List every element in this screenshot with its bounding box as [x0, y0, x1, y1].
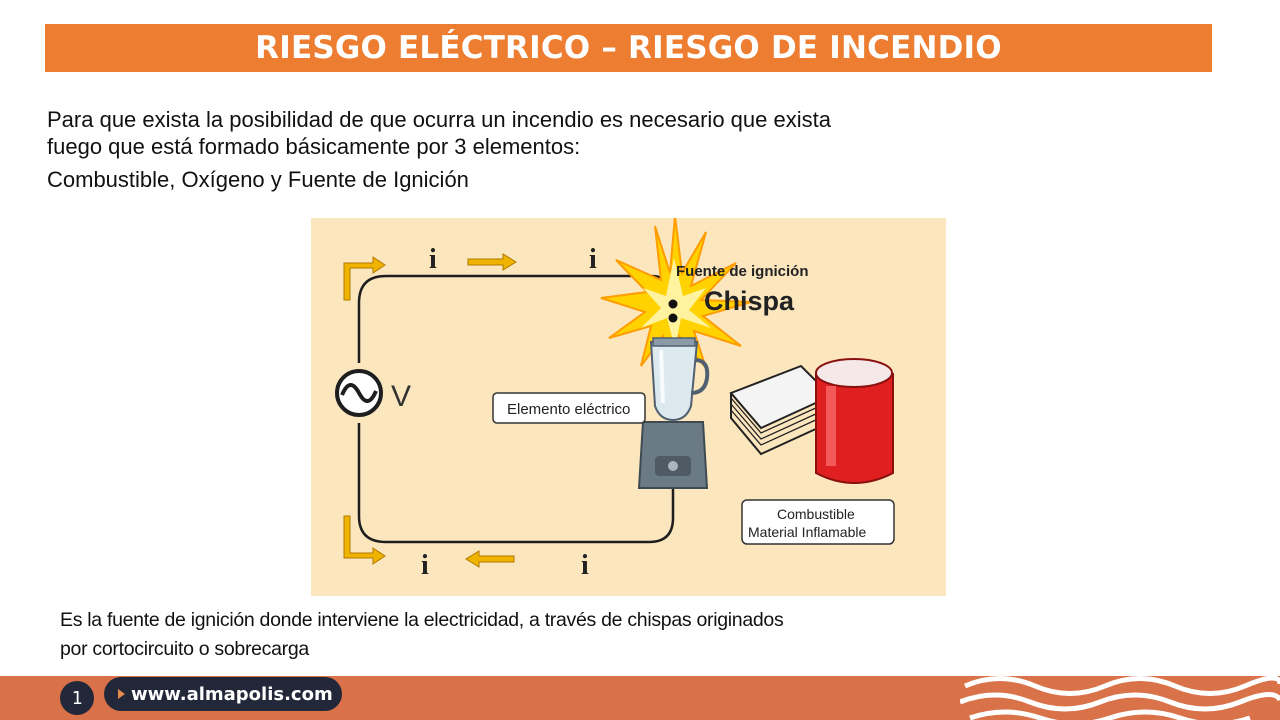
- current-label-bottom-left: i: [421, 550, 429, 581]
- electric-element-box: [492, 392, 646, 424]
- current-label-top-right: i: [589, 244, 597, 275]
- current-arrow-bottom-icon: [465, 550, 515, 568]
- website-link[interactable]: www.almapolis.com: [104, 677, 342, 711]
- contact-point-top: [668, 299, 678, 309]
- circuit-diagram: V i i i i Fuente de ignición Chispa: [311, 218, 946, 596]
- fuel-label-box: [741, 499, 895, 545]
- fuel-label-line-1: Combustible: [777, 506, 855, 522]
- page-number: 1: [71, 687, 83, 709]
- website-url: www.almapolis.com: [131, 683, 333, 705]
- intro-line-1: Para que exista la posibilidad de que oc…: [47, 107, 831, 132]
- caption-text: Es la fuente de ignición donde intervien…: [60, 606, 960, 664]
- waves-decoration-icon: [960, 675, 1280, 720]
- page-number-badge: 1: [60, 681, 94, 715]
- caption-line-2: por cortocircuito o sobrecarga: [60, 638, 309, 660]
- spark-label: Chispa: [704, 286, 795, 316]
- blender-icon: [637, 337, 710, 489]
- sine-wave-icon: [340, 383, 378, 403]
- contact-point-bottom: [668, 313, 678, 323]
- intro-text: Para que exista la posibilidad de que oc…: [47, 106, 943, 193]
- intro-line-3: Combustible, Oxígeno y Fuente de Ignició…: [47, 167, 469, 192]
- intro-line-2: fuego que está formado básicamente por 3…: [47, 134, 581, 159]
- current-arrow-top-icon: [467, 253, 517, 271]
- corner-arrow-top-left-icon: [343, 256, 386, 301]
- circuit-diagram-svg: V i i i i Fuente de ignición Chispa: [335, 218, 895, 581]
- fuel-label-line-2: Material Inflamable: [748, 524, 866, 540]
- electric-element-label: Elemento eléctrico: [507, 401, 630, 418]
- caption-line-1: Es la fuente de ignición donde intervien…: [60, 609, 784, 631]
- ignition-label: Fuente de ignición: [676, 263, 809, 280]
- voltage-label: V: [391, 380, 411, 413]
- title-bar: RIESGO ELÉCTRICO – RIESGO DE INCENDIO: [45, 24, 1212, 72]
- current-label-bottom-right: i: [581, 550, 589, 581]
- slide-title: RIESGO ELÉCTRICO – RIESGO DE INCENDIO: [255, 30, 1002, 66]
- corner-arrow-bottom-left-icon: [343, 515, 386, 565]
- fuel-cylinder-icon: [815, 358, 894, 484]
- play-triangle-icon: [118, 689, 125, 699]
- current-label-top-left: i: [429, 244, 437, 275]
